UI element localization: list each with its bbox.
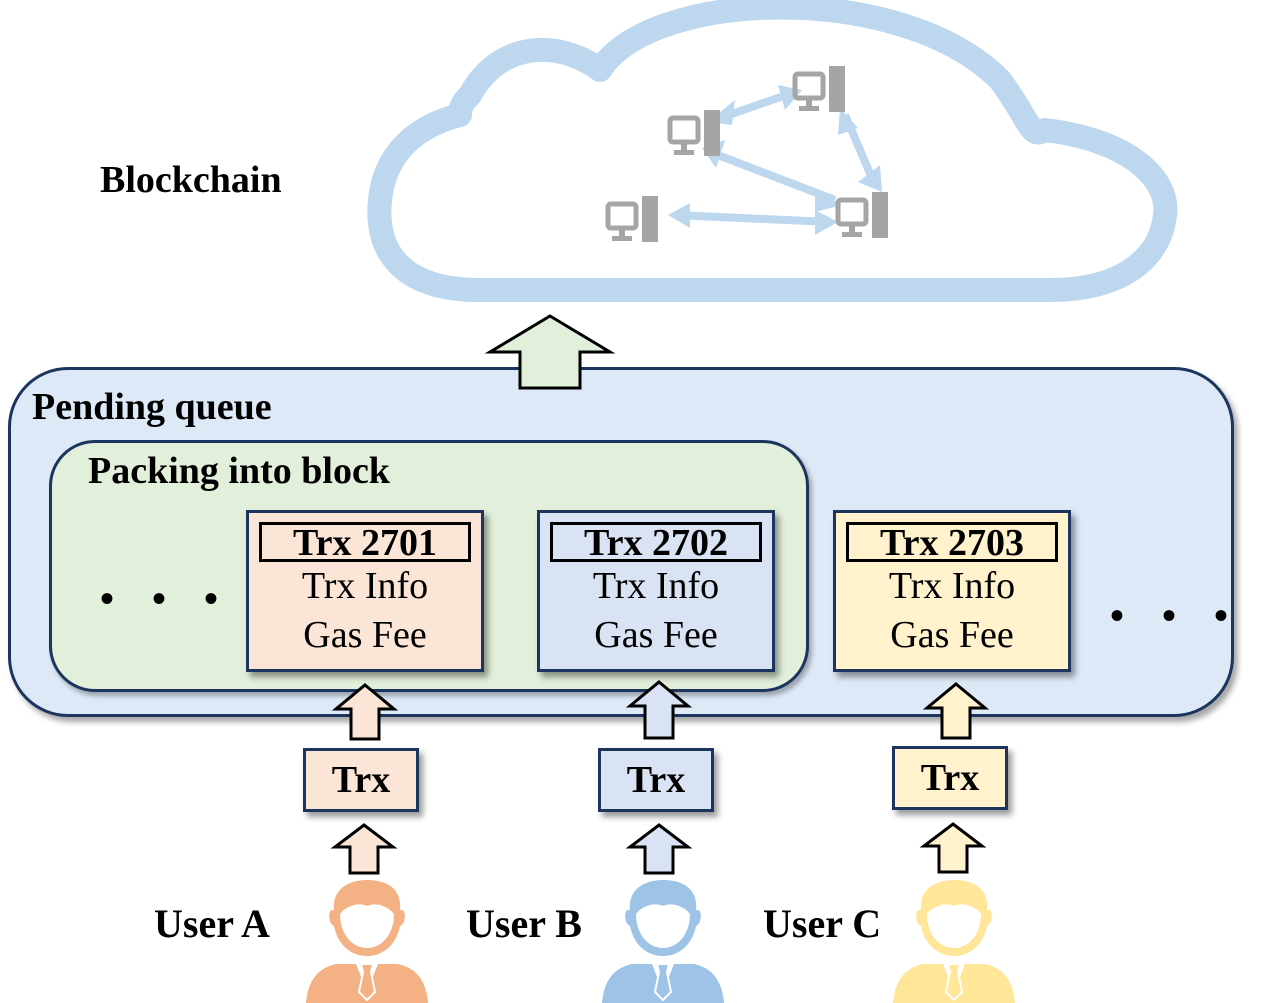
trx-id: Trx 2702 xyxy=(550,522,762,562)
link-arrowheads xyxy=(668,85,882,235)
computer-node-1 xyxy=(667,110,720,156)
computer-node-2 xyxy=(792,66,845,112)
trx-info: Trx Info xyxy=(592,565,720,607)
link-1-4 xyxy=(708,148,837,204)
computer-node-3 xyxy=(605,196,658,242)
pending-queue-label: Pending queue xyxy=(32,386,272,428)
leading-ellipsis: • • • xyxy=(100,576,233,621)
trx-card-2702: Trx 2702 Trx Info Gas Fee xyxy=(537,510,775,672)
trx-id: Trx 2701 xyxy=(259,522,471,562)
computer-node-4 xyxy=(835,192,888,238)
trx-info: Trx Info xyxy=(888,565,1016,607)
user-c-label: User C xyxy=(763,901,882,946)
submit-arrow-icon-c xyxy=(922,682,990,740)
trx-gas-fee: Gas Fee xyxy=(890,614,1014,656)
submit-arrow-icon-b xyxy=(625,680,693,740)
user-b-label: User B xyxy=(466,901,582,946)
trx-box-user-b: Trx xyxy=(598,748,714,812)
trx-gas-fee: Gas Fee xyxy=(594,614,718,656)
trx-id: Trx 2703 xyxy=(846,522,1058,562)
user-b-avatar-icon xyxy=(602,880,724,1003)
user-a-avatar-icon xyxy=(306,880,428,1003)
trx-gas-fee: Gas Fee xyxy=(303,614,427,656)
trx-card-2701: Trx 2701 Trx Info Gas Fee xyxy=(246,510,484,672)
blockchain-cloud xyxy=(367,0,1178,302)
trailing-ellipsis: • • • xyxy=(1110,593,1243,638)
cloud-outline xyxy=(367,0,1178,302)
trx-box-user-c: Trx xyxy=(892,746,1008,810)
trx-info: Trx Info xyxy=(301,565,429,607)
user-a-label: User A xyxy=(154,901,270,946)
submit-arrow-icon-a xyxy=(331,683,399,741)
link-3-4 xyxy=(674,211,831,226)
blockchain-title: Blockchain xyxy=(100,159,282,201)
send-arrow-icon-a xyxy=(330,823,398,875)
send-arrow-icon-c xyxy=(919,822,987,874)
trx-box-user-a: Trx xyxy=(303,748,419,812)
user-c-avatar-icon xyxy=(893,880,1015,1003)
trx-card-2703: Trx 2703 Trx Info Gas Fee xyxy=(833,510,1071,672)
send-arrow-icon-b xyxy=(625,823,693,875)
packing-block-label: Packing into block xyxy=(88,450,390,492)
upload-arrow-icon xyxy=(484,314,616,390)
